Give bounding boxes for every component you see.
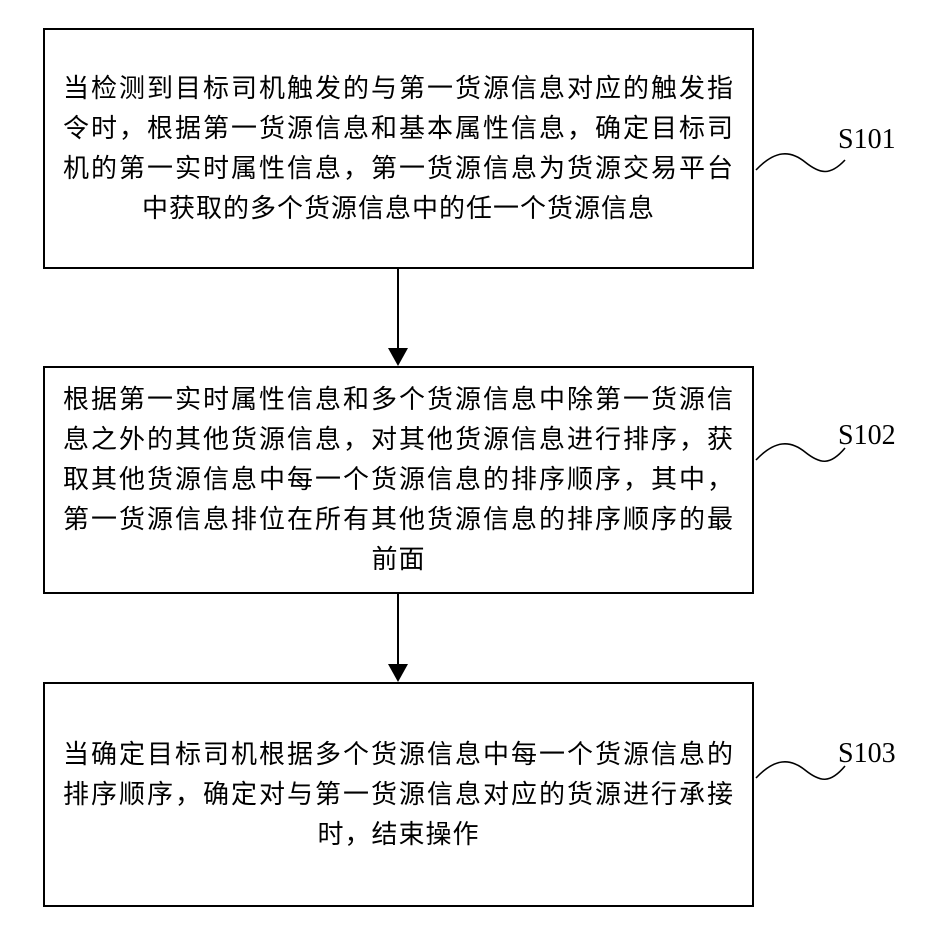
step-label-s103: S103 — [838, 738, 896, 770]
step-label-s102: S102 — [838, 420, 896, 452]
arrowhead-s103 — [388, 664, 408, 682]
step-box-s103: 当确定目标司机根据多个货源信息中每一个货源信息的排序顺序，确定对与第一货源信息对… — [43, 682, 754, 907]
leader-line-s103 — [756, 762, 845, 779]
step-text-s103: 当确定目标司机根据多个货源信息中每一个货源信息的排序顺序，确定对与第一货源信息对… — [63, 735, 734, 855]
step-text-s102: 根据第一实时属性信息和多个货源信息中除第一货源信息之外的其他货源信息，对其他货源… — [63, 380, 734, 580]
step-box-s101: 当检测到目标司机触发的与第一货源信息对应的触发指令时，根据第一货源信息和基本属性… — [43, 28, 754, 269]
leader-line-s102 — [756, 444, 845, 461]
step-label-s101: S101 — [838, 124, 896, 156]
arrowhead-s102 — [388, 348, 408, 366]
step-box-s102: 根据第一实时属性信息和多个货源信息中除第一货源信息之外的其他货源信息，对其他货源… — [43, 366, 754, 594]
step-text-s101: 当检测到目标司机触发的与第一货源信息对应的触发指令时，根据第一货源信息和基本属性… — [63, 69, 734, 229]
leader-line-s101 — [756, 154, 845, 172]
